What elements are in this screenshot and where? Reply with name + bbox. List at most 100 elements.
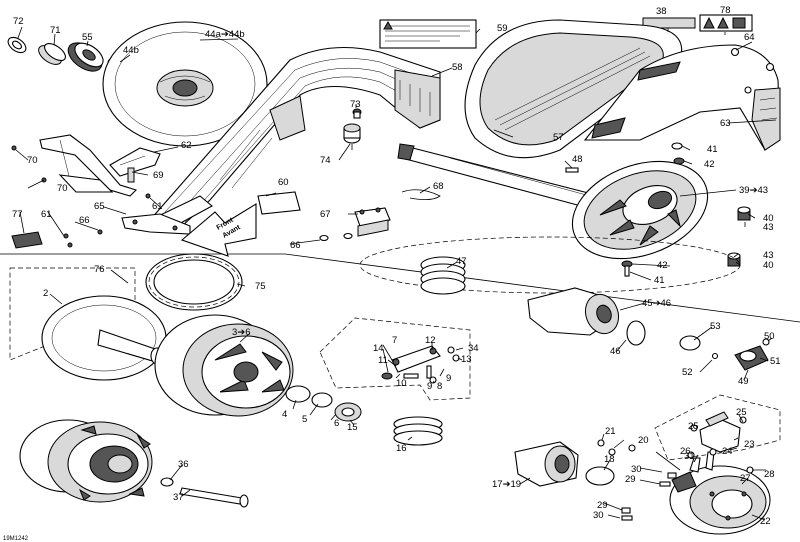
clip-68 xyxy=(401,189,441,200)
screw-64 xyxy=(730,47,775,94)
warning-label-59 xyxy=(379,19,477,49)
callout-17-19: 17➔19 xyxy=(492,479,521,490)
callout-6: 6 xyxy=(334,418,339,429)
callout-69: 69 xyxy=(153,170,164,181)
callout-10: 10 xyxy=(396,378,407,389)
driven-pulley-39 xyxy=(571,160,709,260)
callout-9-a: 9 xyxy=(446,373,451,384)
callout-68: 68 xyxy=(433,181,444,192)
callout-77: 77 xyxy=(12,209,23,220)
callout-30-a: 30 xyxy=(631,464,642,475)
callout-25-b: 25 xyxy=(688,421,699,432)
callout-20: 20 xyxy=(638,435,649,446)
callout-38: 38 xyxy=(656,6,667,17)
bracket-23-24 xyxy=(690,411,747,453)
callout-51: 51 xyxy=(770,356,781,367)
callout-40-a: 40 xyxy=(763,213,774,224)
callout-66-b: 66 xyxy=(290,240,301,251)
ring-gear-75 xyxy=(145,253,243,311)
dashed-bracket-group xyxy=(654,394,781,461)
spring-47 xyxy=(420,256,466,295)
callout-36: 36 xyxy=(178,459,189,470)
screw-48 xyxy=(565,167,579,173)
callout-16: 16 xyxy=(396,443,407,454)
callout-21: 21 xyxy=(605,426,616,437)
callout-61-a: 61 xyxy=(152,201,163,212)
callout-12: 12 xyxy=(425,335,436,346)
callout-13: 13 xyxy=(461,354,472,365)
callout-72: 72 xyxy=(13,16,24,27)
callout-43-a: 43 xyxy=(763,222,774,233)
callout-47: 47 xyxy=(456,256,467,267)
callout-24: 24 xyxy=(722,446,733,457)
callout-75: 75 xyxy=(255,281,266,292)
pin-62 xyxy=(127,167,135,183)
callout-65: 65 xyxy=(94,201,105,212)
label-38 xyxy=(642,17,696,29)
roller-49 xyxy=(734,345,769,371)
callout-41-top: 41 xyxy=(707,144,718,155)
screws-29-30 xyxy=(621,472,677,521)
callout-46: 46 xyxy=(610,346,621,357)
callout-2: 2 xyxy=(43,288,48,299)
callout-52: 52 xyxy=(682,367,693,378)
callout-48: 48 xyxy=(572,154,583,165)
screw-66-right xyxy=(319,232,353,242)
callout-25-a: 25 xyxy=(736,407,747,418)
dashed-76 xyxy=(9,267,136,361)
bracket-60 xyxy=(257,191,301,215)
callout-30-b: 30 xyxy=(593,510,604,521)
callout-58: 58 xyxy=(452,62,463,73)
callout-73: 73 xyxy=(350,99,361,110)
label-78 xyxy=(699,14,753,32)
callout-43-b: 43 xyxy=(763,250,774,261)
callout-70-b: 70 xyxy=(57,183,68,194)
leader-lines xyxy=(15,26,777,521)
callout-74: 74 xyxy=(320,155,331,166)
arm-pins xyxy=(381,346,460,384)
sheave-3 xyxy=(154,314,294,417)
callout-61-b: 61 xyxy=(41,209,52,220)
section-divider xyxy=(0,253,800,323)
ring-5 xyxy=(311,392,333,408)
callout-60: 60 xyxy=(278,177,289,188)
callout-29-a: 29 xyxy=(625,474,636,485)
callout-3-6: 3➔6 xyxy=(232,327,251,338)
screw-61 xyxy=(63,193,151,248)
bracket-69 xyxy=(39,134,138,197)
callout-15: 15 xyxy=(347,422,358,433)
callout-66-a: 66 xyxy=(79,215,90,226)
callout-27: 27 xyxy=(740,473,751,484)
washer-36 xyxy=(160,477,174,487)
callout-14: 14 xyxy=(373,343,384,354)
callout-57: 57 xyxy=(553,132,564,143)
centrifugal-arm-7 xyxy=(391,345,441,373)
callout-53: 53 xyxy=(710,321,721,332)
callout-8: 8 xyxy=(437,381,442,392)
screw-66-left xyxy=(97,229,103,235)
spacer-71 xyxy=(38,42,66,65)
callout-78: 78 xyxy=(720,5,731,16)
callout-31: 31 xyxy=(684,451,695,462)
callout-42-b: 42 xyxy=(657,260,668,271)
callout-49: 49 xyxy=(738,376,749,387)
callout-45-46: 45➔46 xyxy=(642,298,671,309)
callout-70-a: 70 xyxy=(27,155,38,166)
callout-28: 28 xyxy=(764,469,775,480)
washer-46 xyxy=(626,320,646,346)
driven-pulley-shaft xyxy=(397,143,601,211)
callout-18: 18 xyxy=(604,454,615,465)
callout-29-b: 29 xyxy=(597,500,608,511)
slider-40 xyxy=(727,206,751,267)
callout-41-b: 41 xyxy=(654,275,665,286)
bushing-15-hole xyxy=(341,407,355,417)
washer-52 xyxy=(711,352,719,360)
cam-45 xyxy=(527,287,620,336)
bearing-55 xyxy=(67,42,104,72)
callouts: 72 71 55 44b 44a➔44b 59 38 78 64 58 73 5… xyxy=(12,5,781,527)
callout-4: 4 xyxy=(282,409,287,420)
callout-40-b: 40 xyxy=(763,260,774,271)
spring-16 xyxy=(393,416,443,446)
